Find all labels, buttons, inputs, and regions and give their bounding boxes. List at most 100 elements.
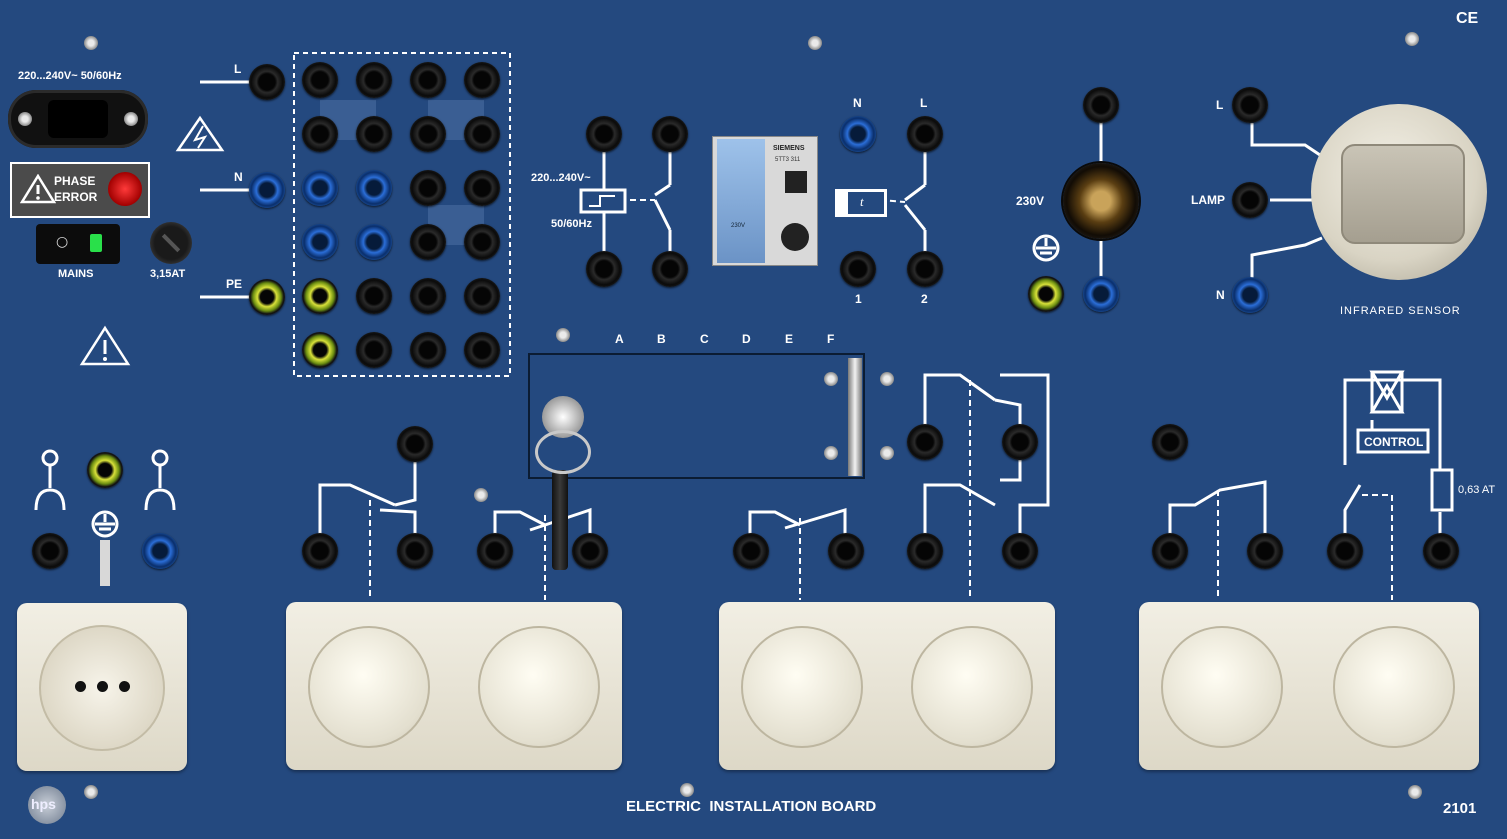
dist-jack[interactable] xyxy=(464,224,500,260)
lamp-pe-jack[interactable] xyxy=(1028,276,1064,312)
key-pos-b: B xyxy=(657,332,666,346)
sensor-lamp-jack[interactable] xyxy=(1232,182,1268,218)
dist-jack[interactable] xyxy=(356,224,392,260)
switch3-jack-b[interactable] xyxy=(828,533,864,569)
timer-out2-jack[interactable] xyxy=(907,251,943,287)
socket-l-jack[interactable] xyxy=(32,533,68,569)
rocker-switch-3[interactable] xyxy=(741,626,863,748)
sensor-l-jack[interactable] xyxy=(1232,87,1268,123)
sensor-n-jack[interactable] xyxy=(1232,277,1268,313)
fuse-holder[interactable] xyxy=(150,222,192,264)
board-screw xyxy=(1405,32,1419,46)
switch5-jack-a[interactable] xyxy=(1152,533,1188,569)
iec-power-inlet[interactable] xyxy=(8,90,148,148)
dist-jack[interactable] xyxy=(410,332,446,368)
rocker-switch-5[interactable] xyxy=(1161,626,1283,748)
switch2-jack-b[interactable] xyxy=(572,533,608,569)
dist-jack[interactable] xyxy=(464,62,500,98)
dimmer-jack-b[interactable] xyxy=(1423,533,1459,569)
hps-logo: hps xyxy=(28,786,66,824)
switch4-jack-br[interactable] xyxy=(1002,533,1038,569)
dist-jack[interactable] xyxy=(410,62,446,98)
dist-jack[interactable] xyxy=(410,170,446,206)
dimmer-jack-a[interactable] xyxy=(1327,533,1363,569)
timer-coil-jack-bottom[interactable] xyxy=(586,251,622,287)
lamp-top-jack[interactable] xyxy=(1083,87,1119,123)
timer-symbol-box: t xyxy=(835,189,887,217)
dist-jack[interactable] xyxy=(302,170,338,206)
switch5-common-jack[interactable] xyxy=(1152,424,1188,460)
dist-jack[interactable] xyxy=(302,224,338,260)
sensor-name-label: INFRARED SENSOR xyxy=(1340,305,1461,317)
dist-jack[interactable] xyxy=(464,332,500,368)
phase-error-indicator: PHASE ERROR xyxy=(10,162,150,218)
timer-out1-jack[interactable] xyxy=(840,251,876,287)
switch1-jack-b[interactable] xyxy=(397,533,433,569)
dist-jack[interactable] xyxy=(302,278,338,314)
dist-jack[interactable] xyxy=(356,278,392,314)
lamp-voltage-label: 230V xyxy=(1016,194,1045,208)
schuko-socket[interactable] xyxy=(39,625,165,751)
timer-out2-label: 2 xyxy=(921,292,928,306)
timer-n-jack[interactable] xyxy=(840,116,876,152)
panel-hinge xyxy=(848,358,862,476)
socket-pe-jack[interactable] xyxy=(87,452,123,488)
switch1-common-jack[interactable] xyxy=(397,426,433,462)
timer-out1-label: 1 xyxy=(855,292,862,306)
dist-jack[interactable] xyxy=(356,116,392,152)
dist-pe-jack[interactable] xyxy=(249,279,285,315)
board-model: 2101 xyxy=(1443,800,1477,817)
dist-l-jack[interactable] xyxy=(249,64,285,100)
relay-brand: SIEMENS xyxy=(773,145,805,152)
timer-contact-jack-top[interactable] xyxy=(652,116,688,152)
switch4-jack-tl[interactable] xyxy=(907,424,943,460)
timer-dial[interactable] xyxy=(781,223,809,251)
board-title: ELECTRIC INSTALLATION BOARD xyxy=(626,798,877,815)
switch2-jack-a[interactable] xyxy=(477,533,513,569)
phase-error-line1: PHASE xyxy=(54,174,96,188)
relay-model: 5TT3 311 xyxy=(775,157,801,163)
panel-screw xyxy=(880,372,894,386)
dist-jack[interactable] xyxy=(302,116,338,152)
dist-jack[interactable] xyxy=(410,224,446,260)
switch4-jack-bl[interactable] xyxy=(907,533,943,569)
timer-l-label: L xyxy=(920,96,928,110)
timer-coil-jack-top[interactable] xyxy=(586,116,622,152)
key-pos-f: F xyxy=(827,332,835,346)
lamp-n-jack[interactable] xyxy=(1083,276,1119,312)
dist-jack[interactable] xyxy=(464,278,500,314)
dist-jack[interactable] xyxy=(356,62,392,98)
mains-switch[interactable]: ○ xyxy=(36,224,120,264)
dist-jack[interactable] xyxy=(410,278,446,314)
dist-jack[interactable] xyxy=(302,332,338,368)
rocker-switch-2[interactable] xyxy=(478,626,600,748)
dist-jack[interactable] xyxy=(302,62,338,98)
rocker-switch-4[interactable] xyxy=(911,626,1033,748)
timer-relay-module[interactable]: SIEMENS 5TT3 311 230V xyxy=(712,136,818,266)
timer-contact-jack-bottom[interactable] xyxy=(652,251,688,287)
dist-jack[interactable] xyxy=(464,170,500,206)
dist-jack[interactable] xyxy=(356,170,392,206)
dist-jack[interactable] xyxy=(410,116,446,152)
timer-n-label: N xyxy=(853,96,862,110)
board-screw xyxy=(556,328,570,342)
board-screw xyxy=(1408,785,1422,799)
timer-l-jack[interactable] xyxy=(907,116,943,152)
dist-n-jack[interactable] xyxy=(249,172,285,208)
rocker-switch-1[interactable] xyxy=(308,626,430,748)
power-rating-label: 220...240V~ 50/60Hz xyxy=(18,70,122,82)
dimmer-knob[interactable] xyxy=(1333,626,1455,748)
key-pos-e: E xyxy=(785,332,794,346)
timer-freq-label: 50/60Hz xyxy=(551,218,592,230)
dist-jack[interactable] xyxy=(356,332,392,368)
key-icon[interactable] xyxy=(552,470,568,570)
socket-n-jack[interactable] xyxy=(142,533,178,569)
phase-error-line2: ERROR xyxy=(54,190,98,204)
switch1-jack-a[interactable] xyxy=(302,533,338,569)
dimmer-control-label: CONTROL xyxy=(1364,435,1424,449)
key-ring xyxy=(535,430,591,474)
switch4-jack-tr[interactable] xyxy=(1002,424,1038,460)
switch3-jack-a[interactable] xyxy=(733,533,769,569)
dist-jack[interactable] xyxy=(464,116,500,152)
switch5-jack-b[interactable] xyxy=(1247,533,1283,569)
